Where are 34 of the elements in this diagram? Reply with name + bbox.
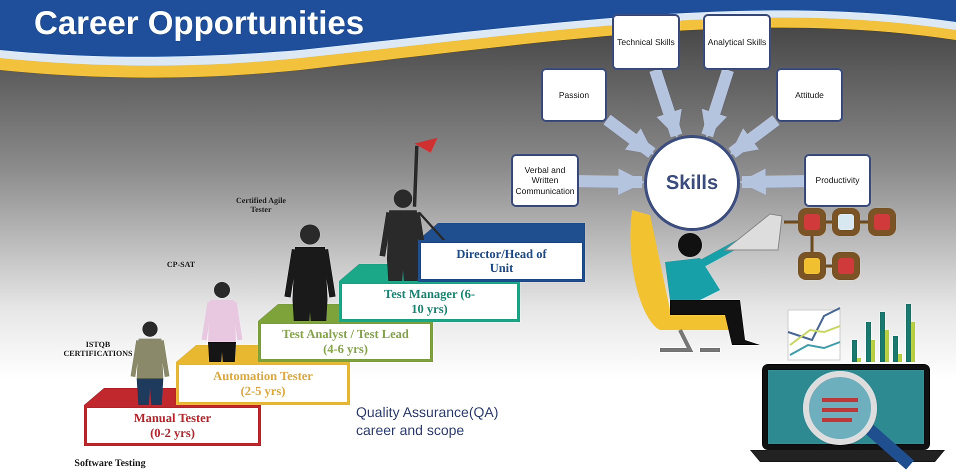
node-text: Test Manager (6-10 yrs) [383,287,476,316]
arrow [649,68,682,138]
skill-box [511,154,579,207]
career-step [258,321,433,362]
node-text: Automation Tester (2-5 yrs) [212,369,314,398]
node-text: Skills [666,172,718,194]
skills-circle [644,135,740,231]
arrow [578,168,645,195]
node-text: Attitude [795,90,824,100]
node-text: Passion [558,90,590,100]
arrow [739,168,804,195]
career-step [339,281,520,322]
caption-text: Quality Assurance(QA) career and scope [356,404,500,439]
node-text: Productivity [816,175,860,186]
certification-label: CP-SAT [166,260,196,270]
node-text: Technical Skills [617,36,675,48]
node-text: Test Analyst / Test Lead (4-6 yrs) [281,327,410,356]
node-text: Director/Head of Unit [455,246,548,276]
career-step [418,240,585,282]
arrow [701,68,734,138]
skill-box [541,68,607,122]
skill-box [776,68,843,122]
node-text: Manual Tester (0-2 yrs) [132,411,212,440]
skill-box [703,14,771,70]
certification-label: Software Testing [73,458,147,470]
certification-label: Certified Agile Tester [236,196,286,214]
node-text: Analytical Skills [708,36,766,48]
career-step [84,405,261,446]
skill-box [804,154,871,207]
node-text: Verbal and Written Communication [515,164,575,196]
title: Career Opportunities [34,4,364,42]
career-step [176,362,350,405]
skill-box [612,14,680,70]
certification-label: ISTQB CERTIFICATIONS [62,340,134,358]
